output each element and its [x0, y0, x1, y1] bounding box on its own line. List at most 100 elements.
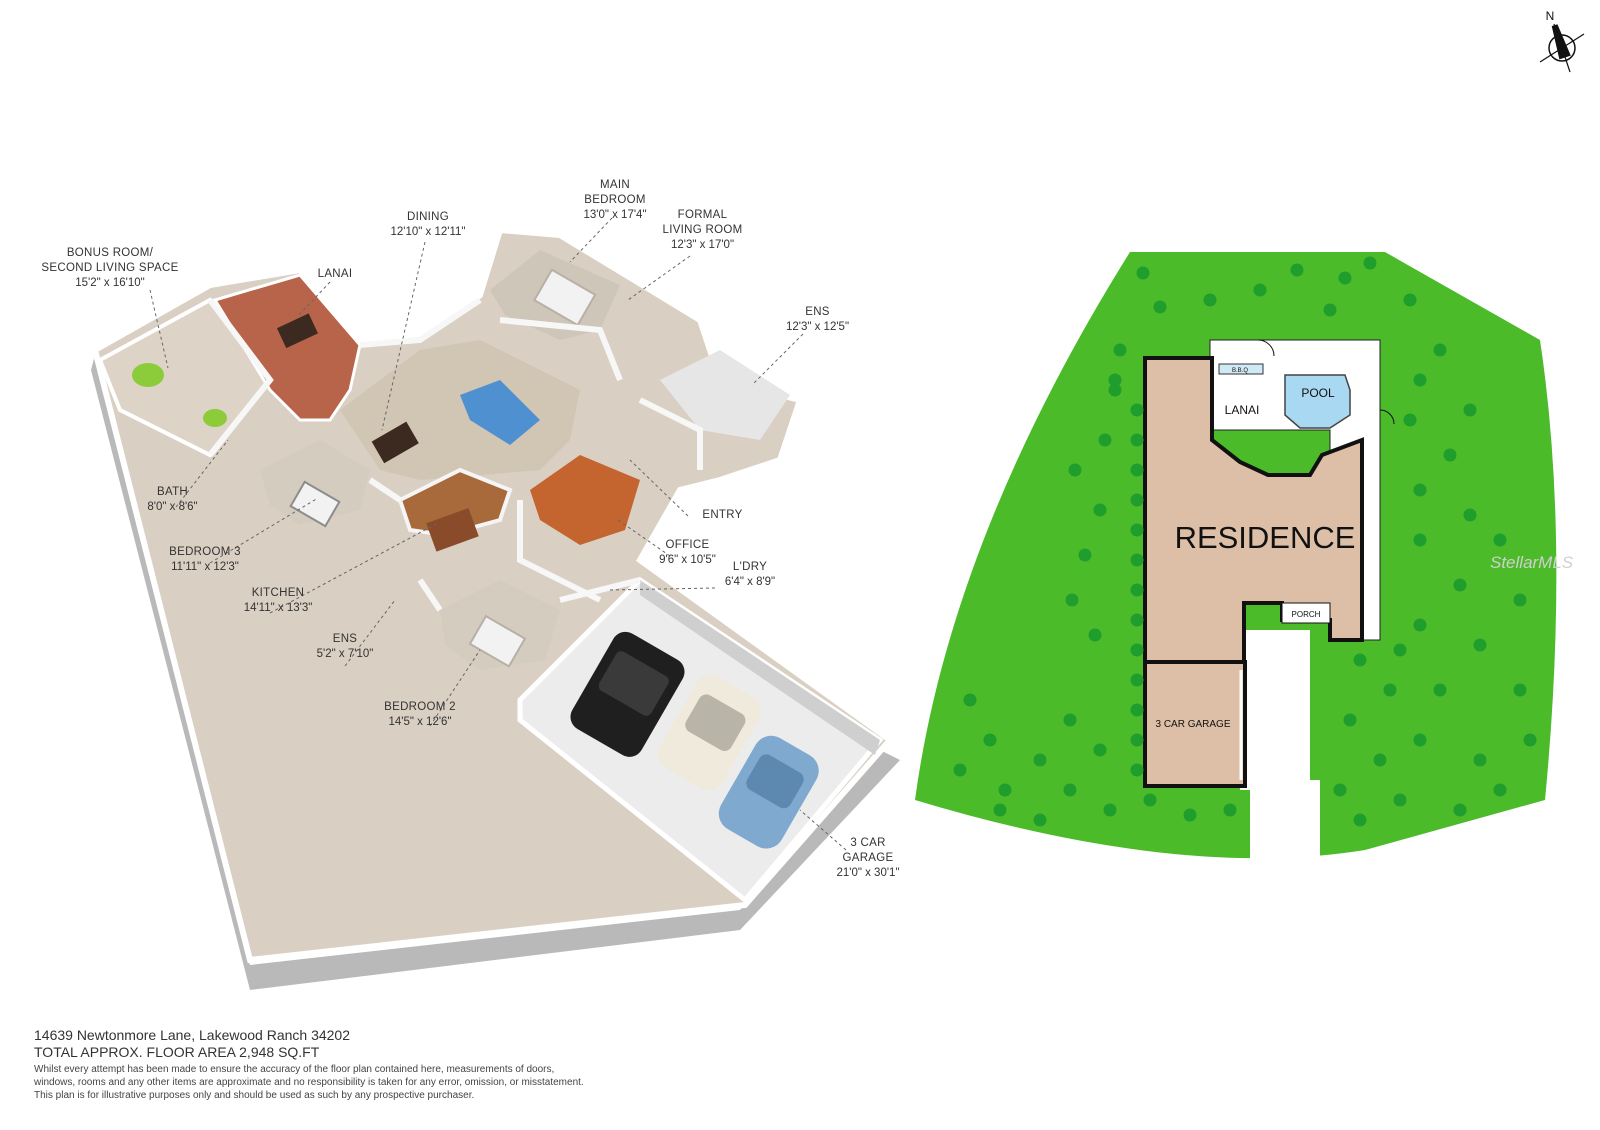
interior-walls: [207, 297, 703, 612]
tree-icon: [1463, 508, 1477, 522]
tree-icon: [1493, 533, 1507, 547]
garage-wall: [640, 580, 880, 755]
tree-icon: [953, 763, 967, 777]
pool: [1284, 374, 1351, 429]
compass-icon: [1539, 23, 1585, 73]
tree-icon: [1130, 493, 1144, 507]
car-white: [658, 675, 762, 791]
tree-icon: [1373, 753, 1387, 767]
tree-icon: [1103, 803, 1117, 817]
tree-icon: [1413, 373, 1427, 387]
tree-icon: [1143, 793, 1157, 807]
tree-icon: [1108, 383, 1122, 397]
disclaimer: Whilst every attempt has been made to en…: [34, 1063, 734, 1102]
disclaimer-line: Whilst every attempt has been made to en…: [34, 1064, 555, 1075]
label-bonus-room: BONUS ROOM/ SECOND LIVING SPACE 15'2" x …: [41, 247, 179, 289]
disclaimer-line: windows, rooms and any other items are a…: [34, 1077, 584, 1088]
watermark: StellarMLS: [1490, 553, 1574, 572]
tree-icon: [1463, 403, 1477, 417]
label-ens-2: ENS 5'2" x 7'10": [316, 633, 374, 660]
tree-icon: [1068, 463, 1082, 477]
label-laundry: L'DRY 6'4" x 8'9": [724, 561, 776, 588]
tree-icon: [1413, 733, 1427, 747]
residence-label: RESIDENCE: [1175, 520, 1356, 555]
driveway: [1250, 780, 1320, 875]
tree-icon: [1065, 593, 1079, 607]
tree-icon: [1130, 463, 1144, 477]
tree-icon: [1333, 783, 1347, 797]
tree-icon: [1130, 643, 1144, 657]
bbq-label: B.B.Q: [1232, 368, 1248, 374]
tree-icon: [998, 783, 1012, 797]
label-main-bedroom: MAIN BEDROOM 13'0" x 17'4": [583, 179, 647, 221]
door-arc: [1257, 339, 1275, 357]
tree-icon: [1443, 448, 1457, 462]
tree-icon: [1130, 763, 1144, 777]
tree-icon: [1130, 523, 1144, 537]
tree-icon: [963, 693, 977, 707]
tree-icon: [1108, 373, 1122, 387]
label-bath: BATH 8'0" x 8'6": [147, 486, 198, 513]
tree-icon: [1183, 808, 1197, 822]
label-ens-main: ENS 12'3" x 12'5": [785, 306, 850, 333]
bed-3: [289, 480, 341, 528]
tree-icon: [1098, 433, 1112, 447]
tree-icon: [1323, 303, 1337, 317]
bedroom3-floor: [260, 440, 370, 525]
dining-table: [371, 421, 419, 464]
plan-footer: 14639 Newtonmore Lane, Lakewood Ranch 34…: [34, 1027, 734, 1102]
tree-icon: [1473, 753, 1487, 767]
tree-icon: [1113, 343, 1127, 357]
lanai-label: LANAI: [1225, 403, 1260, 417]
tree-icon: [1130, 733, 1144, 747]
leader-lines: [149, 217, 847, 851]
tree-icon: [1130, 553, 1144, 567]
pool-label: POOL: [1301, 386, 1335, 400]
tree-icon: [1063, 713, 1077, 727]
tree-icon: [1393, 643, 1407, 657]
disclaimer-line: This plan is for illustrative purposes o…: [34, 1090, 475, 1101]
tree-icon: [1453, 578, 1467, 592]
tree-icon: [1130, 583, 1144, 597]
tree-icon: [1513, 593, 1527, 607]
tree-icon: [1130, 433, 1144, 447]
tree-icon: [1453, 803, 1467, 817]
tree-icon: [1078, 548, 1092, 562]
tree-icon: [1088, 628, 1102, 642]
main-bed: [532, 268, 597, 327]
tree-icon: [1403, 413, 1417, 427]
armchair: [132, 363, 164, 387]
tree-icon: [1153, 300, 1167, 314]
tree-icon: [1093, 503, 1107, 517]
tree-icon: [1353, 653, 1367, 667]
office-floor: [530, 455, 640, 545]
tree-icon: [1493, 783, 1507, 797]
porch-label: PORCH: [1292, 610, 1321, 619]
tree-icon: [1363, 256, 1377, 270]
label-entry: ENTRY: [702, 509, 743, 521]
tree-icon: [1033, 813, 1047, 827]
walkway: [1240, 630, 1310, 790]
tree-icon: [1393, 793, 1407, 807]
tree-icon: [1130, 613, 1144, 627]
garage-footprint: [1143, 660, 1247, 788]
tree-icon: [1353, 813, 1367, 827]
garage-label: 3 CAR GARAGE: [1155, 719, 1230, 730]
armchair: [203, 409, 227, 427]
tree-icon: [1253, 283, 1267, 297]
tree-icon: [1203, 293, 1217, 307]
label-garage: 3 CAR GARAGE 21'0" x 30'1": [836, 837, 900, 879]
tree-icon: [993, 803, 1007, 817]
tree-icon: [1063, 783, 1077, 797]
bed-2: [468, 614, 527, 668]
floor-area: TOTAL APPROX. FLOOR AREA 2,948 SQ.FT: [34, 1044, 320, 1060]
kitchen-counter: [397, 467, 513, 538]
label-kitchen: KITCHEN 14'11" x 13'3": [243, 587, 313, 614]
compass-north-label: N: [1546, 9, 1555, 23]
tree-icon: [983, 733, 997, 747]
tree-icon: [1343, 713, 1357, 727]
label-office: OFFICE 9'6" x 10'5": [659, 539, 716, 566]
tree-icon: [1433, 683, 1447, 697]
car-black: [570, 631, 685, 757]
